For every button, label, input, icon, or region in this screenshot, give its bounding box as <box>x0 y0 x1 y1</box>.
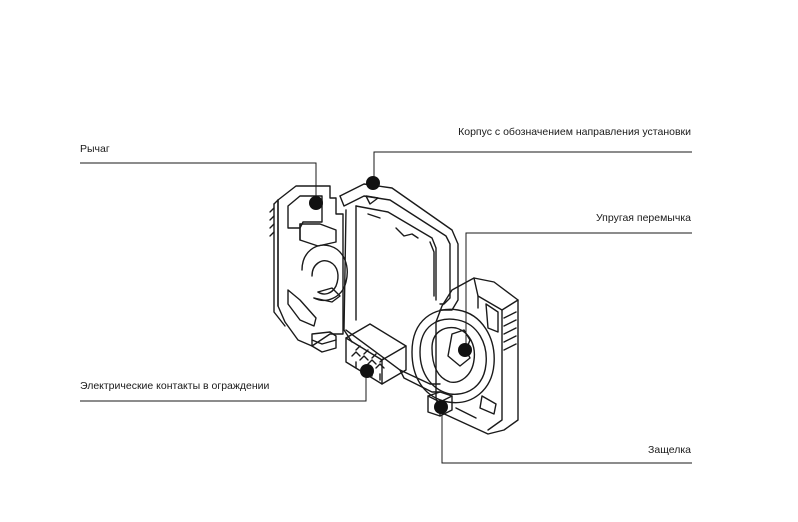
label-lever: Рычаг <box>80 143 110 155</box>
leader-latch <box>441 409 692 464</box>
leader-contacts <box>80 371 367 402</box>
central-housing <box>339 183 459 393</box>
marker-housing <box>366 176 380 190</box>
label-elastic-jumper: Упругая перемычка <box>595 212 691 224</box>
label-housing: Корпус с обозначением направления устано… <box>458 126 691 138</box>
marker-latch <box>434 400 448 414</box>
leader-lever <box>80 162 317 202</box>
leader-lines <box>80 151 692 464</box>
marker-contacts <box>360 364 374 378</box>
label-contacts: Электрические контакты в ограждении <box>80 380 270 392</box>
label-latch: Защелка <box>648 444 691 456</box>
marker-lever <box>309 196 323 210</box>
marker-elastic-jumper <box>458 343 472 357</box>
leader-elastic-jumper <box>465 232 692 348</box>
leader-housing <box>373 151 692 182</box>
marker-dots <box>309 176 472 414</box>
left-plate <box>269 185 348 353</box>
